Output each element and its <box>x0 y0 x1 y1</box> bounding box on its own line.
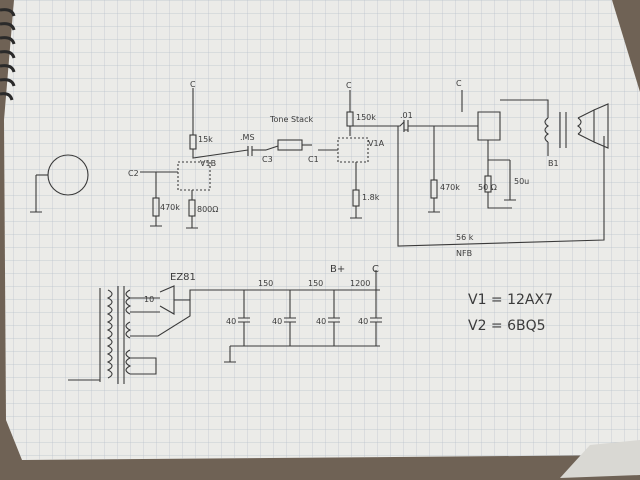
spiral-binding <box>0 8 16 101</box>
label-r-150k: 150k <box>356 113 376 122</box>
notebook-page <box>4 0 640 478</box>
power-supply-circuit <box>68 270 382 384</box>
label-tube-v1a: V1A <box>368 139 385 148</box>
label-feedback: NFB <box>456 249 472 258</box>
schematic-labels: C 15k .MS V1B C2 C3 470k 800Ω Tone Stack… <box>128 79 559 326</box>
label-node-c1: C1 <box>308 155 319 164</box>
label-cap-40-2: 40 <box>272 317 282 326</box>
label-node-b1: B1 <box>548 159 559 168</box>
label-c-top-right: C <box>456 79 462 88</box>
label-c-top-left: C <box>190 80 196 89</box>
label-c-top-mid: C <box>346 81 352 90</box>
label-node-c3: C3 <box>262 155 273 164</box>
label-r-56k: 56 k <box>456 233 474 242</box>
label-r-470k-left: 470k <box>160 203 180 212</box>
label-cap-40-4: 40 <box>358 317 368 326</box>
label-r-1-8k: 1.8k <box>362 193 380 202</box>
tube-legend: V1 = 12AX7 V2 = 6BQ5 <box>468 292 553 334</box>
label-cap-01: .01 <box>400 111 413 120</box>
label-r-bias: 50 Ω <box>478 183 497 192</box>
label-b-plus: B+ <box>330 264 345 275</box>
label-tube-v1b: V1B <box>200 159 216 168</box>
preamp-circuit <box>30 88 609 247</box>
label-cap-40-3: 40 <box>316 317 326 326</box>
label-r-15k-left: 15k <box>198 135 213 144</box>
label-tone-stack: Tone Stack <box>269 115 313 124</box>
legend-line-v2: V2 = 6BQ5 <box>468 318 546 334</box>
label-r-470k-right: 470k <box>440 183 460 192</box>
legend-line-v1: V1 = 12AX7 <box>468 292 553 308</box>
label-cap-40-1: 40 <box>226 317 236 326</box>
label-cap-ms: .MS <box>240 133 255 142</box>
label-node-c2: C2 <box>128 169 139 178</box>
label-r-150-a: 150 <box>258 279 273 288</box>
label-r-1200: 1200 <box>350 279 370 288</box>
label-rectifier: EZ81 <box>170 272 196 283</box>
label-cap-bias: 50u <box>514 177 529 186</box>
label-r-800: 800Ω <box>197 205 218 214</box>
label-r-150-b: 150 <box>308 279 323 288</box>
label-c-psu: C <box>372 264 379 275</box>
label-cap-10: 10 <box>144 295 154 304</box>
